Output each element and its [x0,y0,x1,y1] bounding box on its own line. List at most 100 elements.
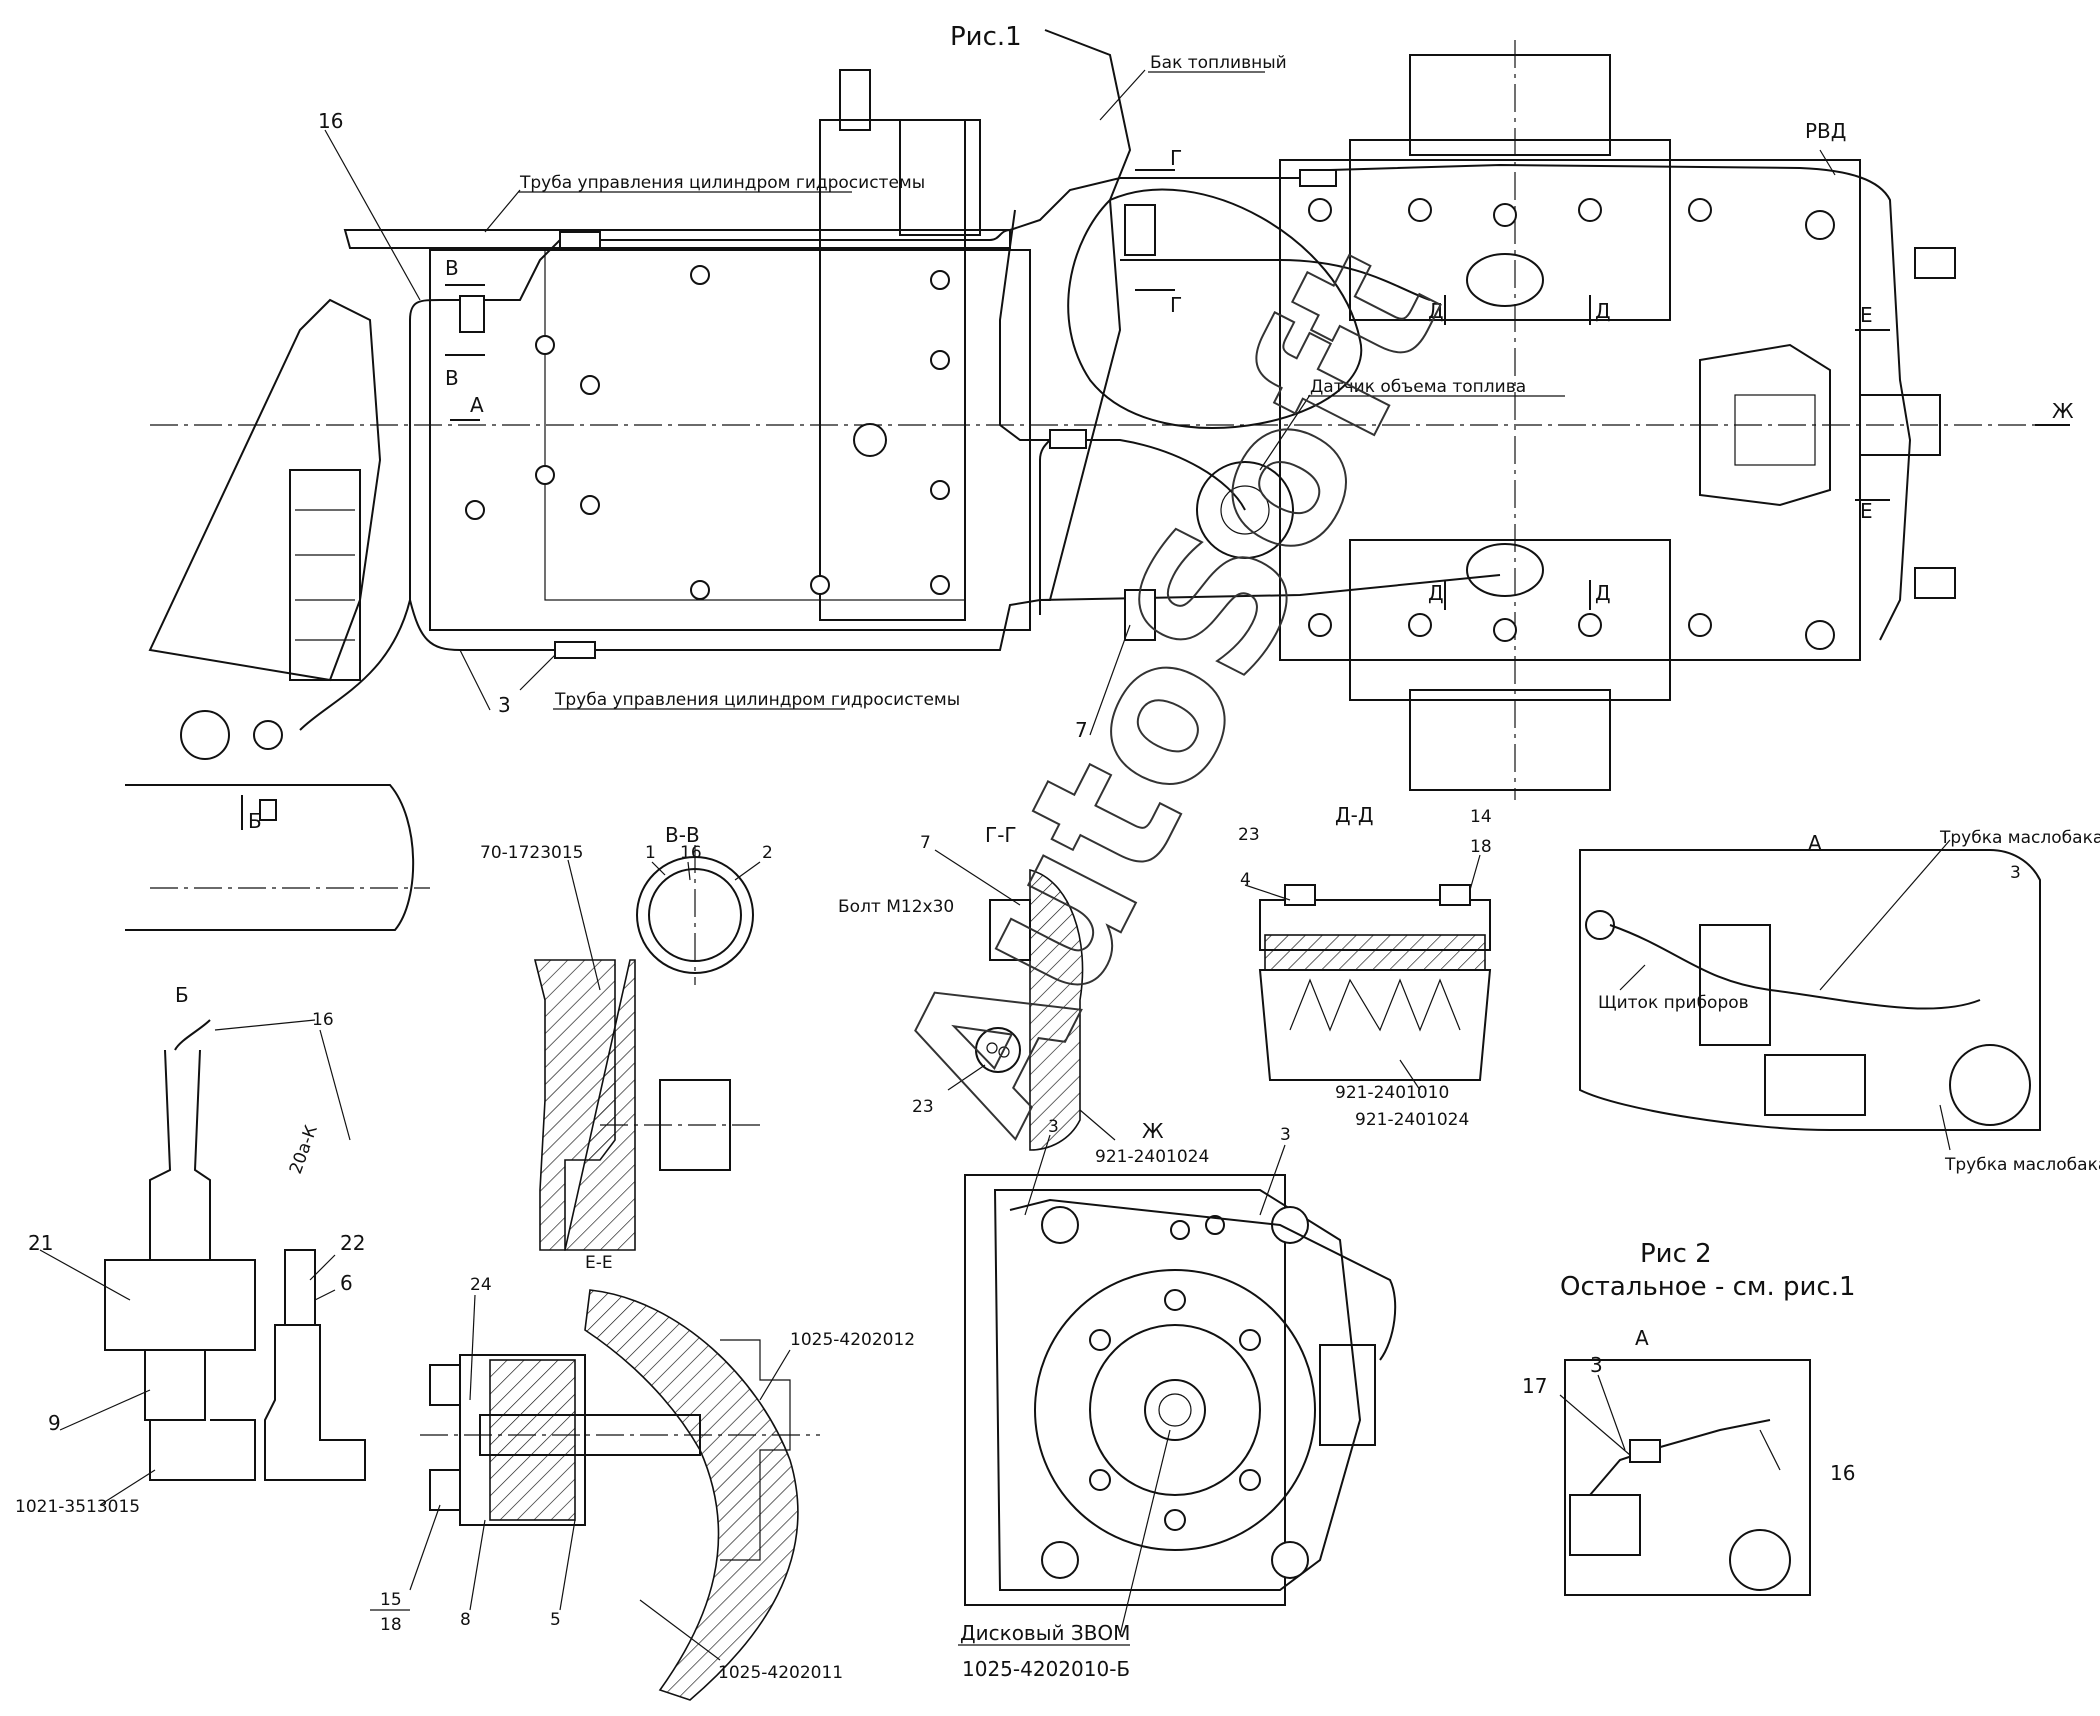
fig2-tank [1729,1529,1791,1591]
rvd-callout: РВД [1805,119,1846,143]
pto-shaft [1859,394,1941,456]
zh-outer-frame [964,1174,1286,1606]
section-ee [409,1289,820,1701]
lower-fitting [1914,567,1956,599]
sensor-b-coil [180,710,230,760]
section-d-4: Д [1595,581,1611,605]
gg-wire-bundle [975,1027,1021,1073]
vv-wall-hatch [564,959,636,1251]
part-921-24a: 921-2401024 [1095,1147,1209,1167]
gearbox-body [429,249,1031,631]
item-3-zh-1: 3 [1048,1117,1059,1137]
oil-tube-callout-2: Трубка маслобака [1944,1155,2100,1175]
view-b-nut [144,1349,206,1421]
brake-lower [1466,543,1544,597]
fuel-tank-contour [1067,188,1363,429]
zh-side-block [1319,1344,1376,1446]
axle-bolts [1308,198,1835,650]
pipe-cyl-bottom-callout: Труба управления цилиндром гидросистемы [554,690,960,710]
fig2-frame [1564,1359,1811,1596]
item-16-b: 16 [312,1010,334,1030]
sensor-b-stem [259,799,277,821]
section-g-top: Г [1170,146,1182,170]
view-a-terminal [1764,1054,1866,1116]
valve-block [899,119,981,236]
section-e-top: Е [1860,303,1873,327]
ee-housing-hatch [584,1289,799,1701]
dd-body [1258,969,1492,1081]
item-6: 6 [340,1271,353,1295]
item-15: 15 [380,1590,402,1610]
cab-contour [148,298,382,682]
view-b-detail [39,1019,366,1506]
shift-housing [819,119,966,621]
section-e-bottom: Е [1860,499,1873,523]
view-zh-title: Ж [1142,1119,1164,1143]
fig2-connector [1629,1439,1661,1463]
item-4: 4 [1240,870,1251,890]
zh-hub [1144,1379,1206,1441]
view-b-title: Б [175,983,189,1007]
view-a2-title: А [1635,1326,1649,1350]
item-5: 5 [550,1610,561,1630]
item-2: 2 [762,843,773,863]
zh-housing [993,1189,1362,1591]
oil-tube-callout-1: Трубка маслобака [1939,828,2100,848]
item-23-dd: 23 [1238,825,1260,845]
harness-drop [1039,439,1051,615]
fuel-tank-callout: Бак топливный [1150,53,1287,73]
view-a-bracket [1699,924,1771,1046]
section-d-3: Д [1428,581,1444,605]
disc-zvom-callout: Дисковый ЗВОМ [960,1621,1130,1645]
ee-spline [720,1339,791,1561]
dd-gasket [1264,934,1486,971]
view-a-connector [1585,910,1615,940]
section-d-1: Д [1428,299,1444,323]
section-vv [533,845,761,1251]
wire-tag: 20а-К [286,1123,322,1177]
wiring-harness-top [299,163,1912,731]
item-1: 1 [645,843,656,863]
section-gg [934,849,1116,1151]
upper-hub [1349,139,1671,321]
ee-bolt-bottom [429,1469,461,1511]
item-3-main: 3 [498,693,511,717]
zh-disc-mid [1089,1324,1261,1496]
view-b-elbow [149,1419,256,1481]
fig2-terminal [1569,1494,1641,1556]
shift-lever [839,69,871,131]
view-a-title: А [1808,831,1822,855]
view-a-tank [1949,1044,2031,1126]
zh-bolts [1041,1206,1309,1579]
item-16-main: 16 [318,109,343,133]
fig2-detail [1559,1359,1811,1596]
view-zh-detail [964,1134,1397,1636]
view-a-outline [1579,849,2041,1131]
fig2-title: Рис 2 [1640,1239,1712,1269]
section-dd-title: Д-Д [1335,803,1373,827]
cab-panel [289,469,361,681]
view-b-sensor-body [104,1259,256,1351]
brake-upper [1466,253,1544,307]
dd-teeth [1289,978,1461,1032]
item-22: 22 [340,1231,365,1255]
item-3-fig2: 3 [1590,1353,1603,1377]
ee-sleeve-hatch [489,1359,576,1521]
section-vv-title: В-В [665,823,700,847]
upper-wheel-flange [1409,54,1611,156]
brake-wire-upper [1120,259,1431,301]
item-24: 24 [470,1275,492,1295]
part-70-callout: 70-1723015 [480,843,583,863]
section-d-2: Д [1595,299,1611,323]
item-18-dd: 18 [1470,837,1492,857]
part-1025-11: 1025-4202011 [718,1663,843,1683]
sensor-b-head [253,720,283,750]
section-v-top: В [445,256,459,280]
section-v-bottom: В [445,366,459,390]
item-16-vv: 16 [680,843,702,863]
connectors [459,169,1337,659]
item-3-zh-2: 3 [1280,1125,1291,1145]
gg-wall-hatch [1029,868,1084,1151]
lower-wheel-flange [1409,689,1611,791]
